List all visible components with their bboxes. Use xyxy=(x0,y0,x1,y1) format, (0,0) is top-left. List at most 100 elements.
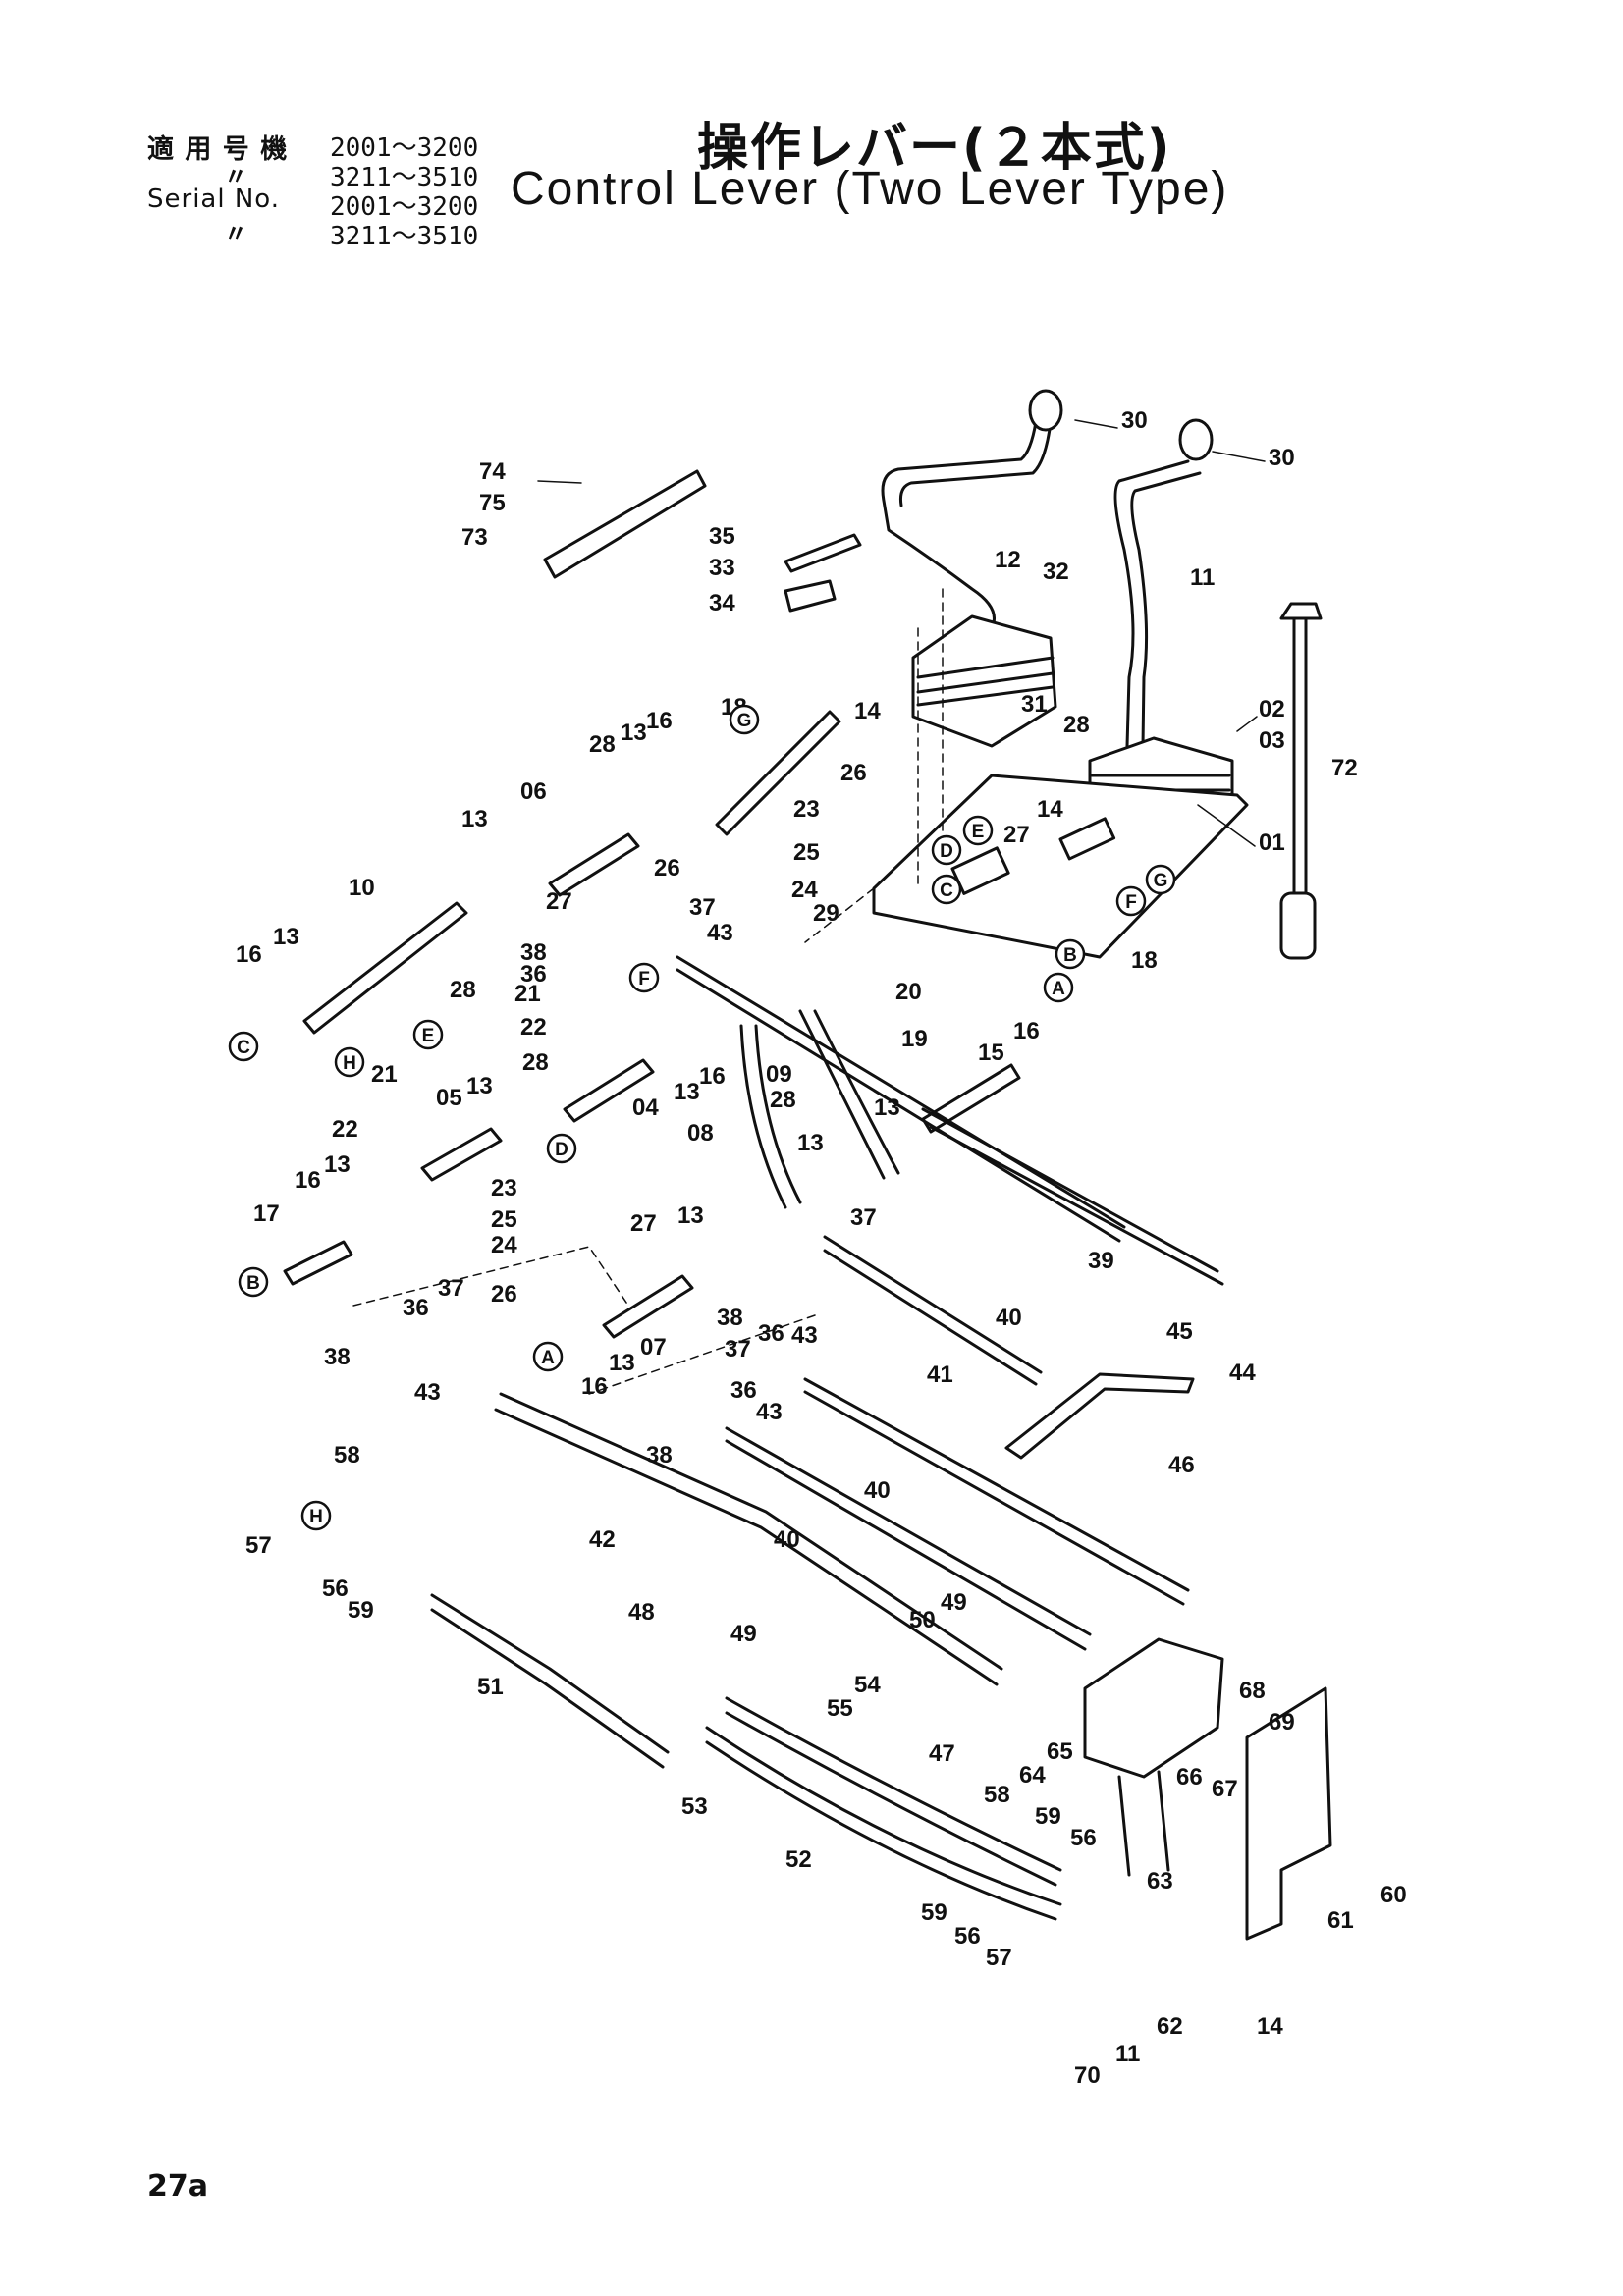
part-number-72: 72 xyxy=(1331,755,1358,781)
ref-circle xyxy=(1055,938,1086,970)
ref-letter: A xyxy=(541,1348,555,1368)
part-number-59: 59 xyxy=(1035,1803,1061,1830)
diagram-drawing xyxy=(283,389,1332,1941)
part-number-43: 43 xyxy=(756,1399,783,1425)
control-lever-12 xyxy=(881,420,1038,630)
part-number-69: 69 xyxy=(1269,1709,1295,1735)
part-number-24: 24 xyxy=(791,877,818,903)
ref-letter: B xyxy=(246,1273,260,1294)
ref-marker-B: B xyxy=(238,1266,269,1298)
part-number-03: 03 xyxy=(1259,727,1285,754)
cable-40 xyxy=(676,955,1126,1243)
part-number-13: 13 xyxy=(677,1202,704,1229)
part-number-36: 36 xyxy=(730,1377,757,1404)
part-number-09: 09 xyxy=(766,1061,792,1088)
cable-41 xyxy=(823,1235,1043,1386)
serial-number-label: Serial No. xyxy=(147,185,280,214)
part-number-10: 10 xyxy=(349,875,375,901)
ref-circle xyxy=(238,1266,269,1298)
part-number-74: 74 xyxy=(479,458,506,485)
part-number-26: 26 xyxy=(840,760,867,786)
part-number-44: 44 xyxy=(1229,1360,1256,1386)
ditto-mark: 〃 xyxy=(224,220,248,247)
part-number-13: 13 xyxy=(466,1073,493,1099)
part-number-70: 70 xyxy=(1074,2062,1101,2089)
part-number-20: 20 xyxy=(895,979,922,1005)
part-number-68: 68 xyxy=(1239,1678,1266,1704)
part-number-37: 37 xyxy=(850,1204,877,1231)
part-number-43: 43 xyxy=(791,1322,818,1349)
part-number-14: 14 xyxy=(1257,2013,1283,2040)
part-number-53: 53 xyxy=(681,1793,708,1820)
part-number-36: 36 xyxy=(758,1320,784,1347)
part-number-13: 13 xyxy=(621,720,647,746)
lever-boot-32 xyxy=(911,614,1057,748)
part-number-14: 14 xyxy=(854,698,881,724)
ditto-mark: 〃 xyxy=(224,163,248,190)
part-number-57: 57 xyxy=(245,1532,272,1559)
ref-circle xyxy=(931,834,962,866)
part-number-49: 49 xyxy=(941,1589,967,1616)
part-number-19: 19 xyxy=(901,1026,928,1052)
part-number-13: 13 xyxy=(674,1079,700,1105)
cable-47 xyxy=(725,1696,1062,1887)
ref-circle xyxy=(1145,864,1176,895)
ref-letter: G xyxy=(1154,871,1168,891)
part-number-24: 24 xyxy=(491,1232,517,1258)
part-number-26: 26 xyxy=(491,1281,517,1308)
part-number-22: 22 xyxy=(332,1116,358,1143)
serial-range: 2001～3200 xyxy=(330,133,479,163)
part-number-16: 16 xyxy=(581,1373,608,1400)
ref-marker-D: D xyxy=(931,834,962,866)
ref-circle xyxy=(300,1500,332,1531)
ref-marker-A: A xyxy=(1043,972,1074,1003)
part-number-15: 15 xyxy=(978,1040,1004,1066)
part-number-11: 11 xyxy=(1190,564,1215,591)
part-number-35: 35 xyxy=(709,523,735,550)
part-number-27: 27 xyxy=(1003,822,1030,848)
part-number-07: 07 xyxy=(640,1334,667,1361)
part-number-40: 40 xyxy=(996,1305,1022,1331)
part-number-01: 01 xyxy=(1259,829,1285,856)
part-number-27: 27 xyxy=(546,888,572,915)
dip-stick-72 xyxy=(1292,616,1308,895)
part-number-30: 30 xyxy=(1269,445,1295,471)
bar-73 xyxy=(543,469,707,579)
part-number-37: 37 xyxy=(689,894,716,921)
part-number-31: 31 xyxy=(1021,691,1048,718)
part-number-16: 16 xyxy=(699,1063,726,1090)
cable-52 xyxy=(705,1726,1062,1921)
part-number-75: 75 xyxy=(479,490,506,516)
part-number-39: 39 xyxy=(1088,1248,1114,1274)
part-number-28: 28 xyxy=(450,977,476,1003)
ref-circle xyxy=(962,815,994,846)
ref-letter: D xyxy=(555,1140,568,1160)
part-number-63: 63 xyxy=(1147,1868,1173,1895)
part-number-42: 42 xyxy=(589,1526,616,1553)
ref-marker-C: C xyxy=(931,874,962,905)
ref-letter: C xyxy=(940,881,953,901)
ref-letter: E xyxy=(972,822,985,842)
part-number-67: 67 xyxy=(1212,1776,1238,1802)
lever-10 xyxy=(302,901,468,1035)
ref-marker-E: E xyxy=(412,1019,444,1050)
part-number-17: 17 xyxy=(253,1201,280,1227)
part-number-16: 16 xyxy=(646,708,673,734)
ref-letter: H xyxy=(309,1507,323,1527)
part-number-40: 40 xyxy=(774,1526,800,1553)
part-number-59: 59 xyxy=(348,1597,374,1624)
part-number-32: 32 xyxy=(1043,559,1069,585)
ref-circle xyxy=(931,874,962,905)
part-number-59: 59 xyxy=(921,1899,947,1926)
ref-marker-F: F xyxy=(628,962,660,993)
part-number-13: 13 xyxy=(797,1130,824,1156)
part-number-43: 43 xyxy=(414,1379,441,1406)
ref-circle xyxy=(546,1133,577,1164)
part-number-43: 43 xyxy=(707,920,733,946)
ref-marker-F: F xyxy=(1115,885,1147,917)
part-number-36: 36 xyxy=(520,961,547,988)
ref-marker-A: A xyxy=(532,1341,564,1372)
applicable-models-label: 適 用 号 機 xyxy=(147,134,289,165)
part-number-58: 58 xyxy=(984,1782,1010,1808)
part-number-49: 49 xyxy=(730,1621,757,1647)
